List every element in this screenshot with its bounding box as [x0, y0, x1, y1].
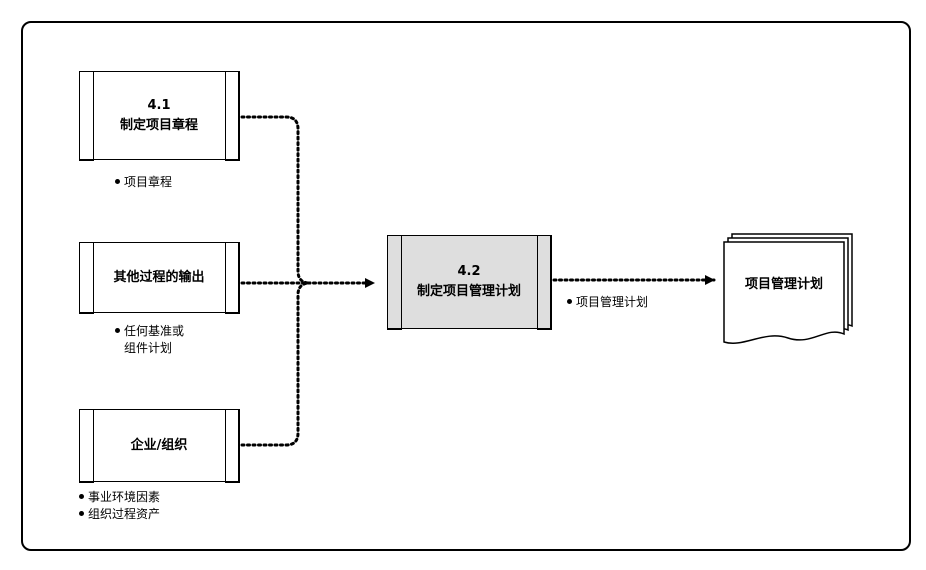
- process-number: 4.2: [457, 264, 481, 279]
- charter-outputs: 项目章程: [115, 174, 172, 191]
- process-box-right-bar: [224, 70, 240, 161]
- process-box-develop-plan[interactable]: 4.2 制定项目管理计划: [386, 234, 552, 330]
- process-title: 制定项目章程: [119, 117, 198, 133]
- other-outputs-list: 任何基准或 组件计划: [115, 323, 184, 357]
- process-box-left-bar: [78, 241, 94, 314]
- process-box-right-bar: [224, 408, 240, 483]
- diagram-frame: [21, 21, 911, 551]
- connector-from-charter: [240, 115, 312, 285]
- output-item: 组件计划: [124, 341, 173, 355]
- process-box-left-bar: [78, 408, 94, 483]
- bullet-icon: [567, 299, 572, 304]
- output-document-title: 项目管理计划: [744, 276, 823, 292]
- bullet-icon: [115, 328, 120, 333]
- document-stack-icon: [723, 233, 853, 344]
- process-box-right-bar: [536, 234, 552, 330]
- process-title: 企业/组织: [130, 437, 188, 453]
- process-number: 4.1: [147, 97, 171, 113]
- process-title: 其他过程的输出: [113, 269, 205, 285]
- output-item: 组织过程资产: [88, 507, 161, 521]
- output-item: 项目章程: [124, 175, 173, 189]
- enterprise-outputs-list: 事业环境因素 组织过程资产: [79, 489, 160, 523]
- process-box-develop-charter[interactable]: 4.1 制定项目章程: [78, 70, 240, 161]
- process-box-right-bar: [224, 241, 240, 314]
- process-box-left-bar: [78, 70, 94, 161]
- bullet-icon: [115, 179, 120, 184]
- output-flow-label: 项目管理计划: [567, 294, 648, 311]
- process-box-left-bar: [386, 234, 402, 330]
- bullet-icon: [79, 511, 84, 516]
- output-item: 项目管理计划: [576, 295, 649, 309]
- process-title: 制定项目管理计划: [416, 284, 521, 299]
- output-item: 事业环境因素: [88, 490, 161, 504]
- connector-from-enterprise: [240, 281, 312, 447]
- process-box-enterprise[interactable]: 企业/组织: [78, 408, 240, 483]
- output-item: 任何基准或: [124, 324, 185, 338]
- process-box-other-outputs[interactable]: 其他过程的输出: [78, 241, 240, 314]
- bullet-icon: [79, 494, 84, 499]
